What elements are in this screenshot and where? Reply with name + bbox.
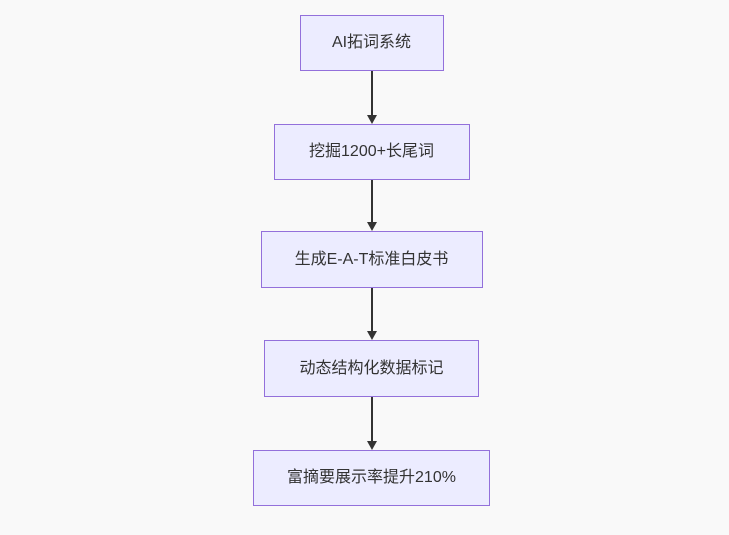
flow-arrow xyxy=(366,397,377,450)
arrow-line xyxy=(370,71,373,115)
arrow-head-icon xyxy=(366,441,377,450)
arrow-head-icon xyxy=(366,115,377,124)
flow-arrow xyxy=(366,71,377,124)
flowchart-node-generate-eat-whitepaper: 生成E-A-T标准白皮书 xyxy=(260,231,483,288)
arrow-line xyxy=(370,397,373,441)
flowchart-node-rich-snippet-rate: 富摘要展示率提升210% xyxy=(253,450,490,506)
flowchart-node-ai-keyword-system: AI拓词系统 xyxy=(299,15,444,71)
arrow-line xyxy=(370,180,373,222)
flowchart-node-mine-longtail-keywords: 挖掘1200+长尾词 xyxy=(273,124,470,180)
arrow-head-icon xyxy=(366,222,377,231)
arrow-line xyxy=(370,288,373,331)
flow-arrow xyxy=(366,288,377,340)
flowchart-column: AI拓词系统 挖掘1200+长尾词 生成E-A-T标准白皮书 动态结构化数据标记… xyxy=(7,15,729,506)
flow-arrow xyxy=(366,180,377,231)
flowchart-node-dynamic-structured-data: 动态结构化数据标记 xyxy=(264,340,479,397)
arrow-head-icon xyxy=(366,331,377,340)
